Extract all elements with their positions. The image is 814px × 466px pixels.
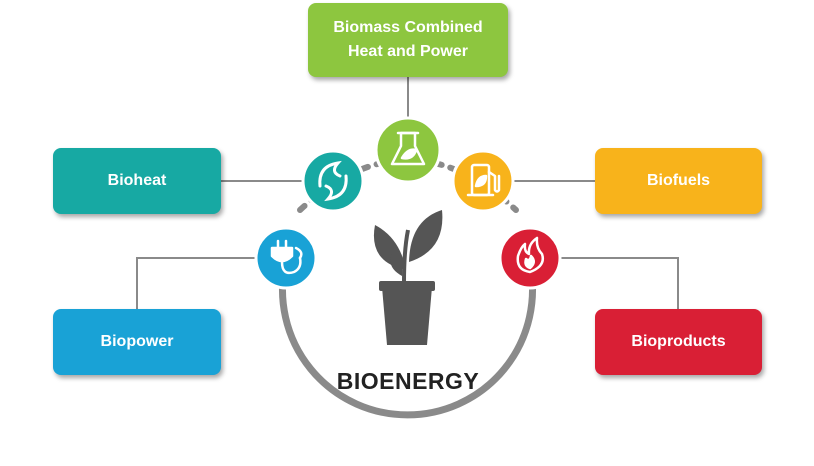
center-label: BIOENERGY [336, 368, 480, 394]
node-chp-label-line-1: Biomass Combined [333, 19, 483, 36]
node-biopower-circle [254, 226, 318, 290]
node-bioheat-label: Bioheat [107, 172, 167, 189]
node-bioproducts-circle [498, 226, 562, 290]
flask-leaf-icon [390, 131, 426, 166]
fuel-pump-icon [466, 163, 501, 197]
node-chp-box: Biomass Combined Heat and Power [308, 3, 508, 77]
node-biofuels-box: Biofuels [595, 148, 762, 214]
plug-icon [270, 239, 303, 275]
node-biopower-box: Biopower [53, 309, 221, 375]
flame-swirl-icon [318, 160, 348, 202]
node-bioproducts-box: Bioproducts [595, 309, 762, 375]
bioenergy-ring-arc [279, 261, 536, 419]
fire-icon [516, 236, 544, 274]
node-chp-circle [374, 116, 442, 184]
connector-bioproducts [558, 257, 679, 309]
node-biopower-label: Biopower [100, 333, 174, 350]
node-bioheat-circle [301, 149, 365, 213]
connector-biopower [136, 257, 258, 309]
node-bioproducts-label: Bioproducts [631, 333, 726, 350]
plant-pot-icon [373, 210, 443, 345]
node-bioheat-box: Bioheat [53, 148, 221, 214]
connector-lines [136, 77, 679, 309]
node-biofuels-label: Biofuels [646, 172, 711, 189]
node-chp-label-line-2: Heat and Power [347, 43, 468, 60]
node-biofuels-circle [451, 149, 515, 213]
